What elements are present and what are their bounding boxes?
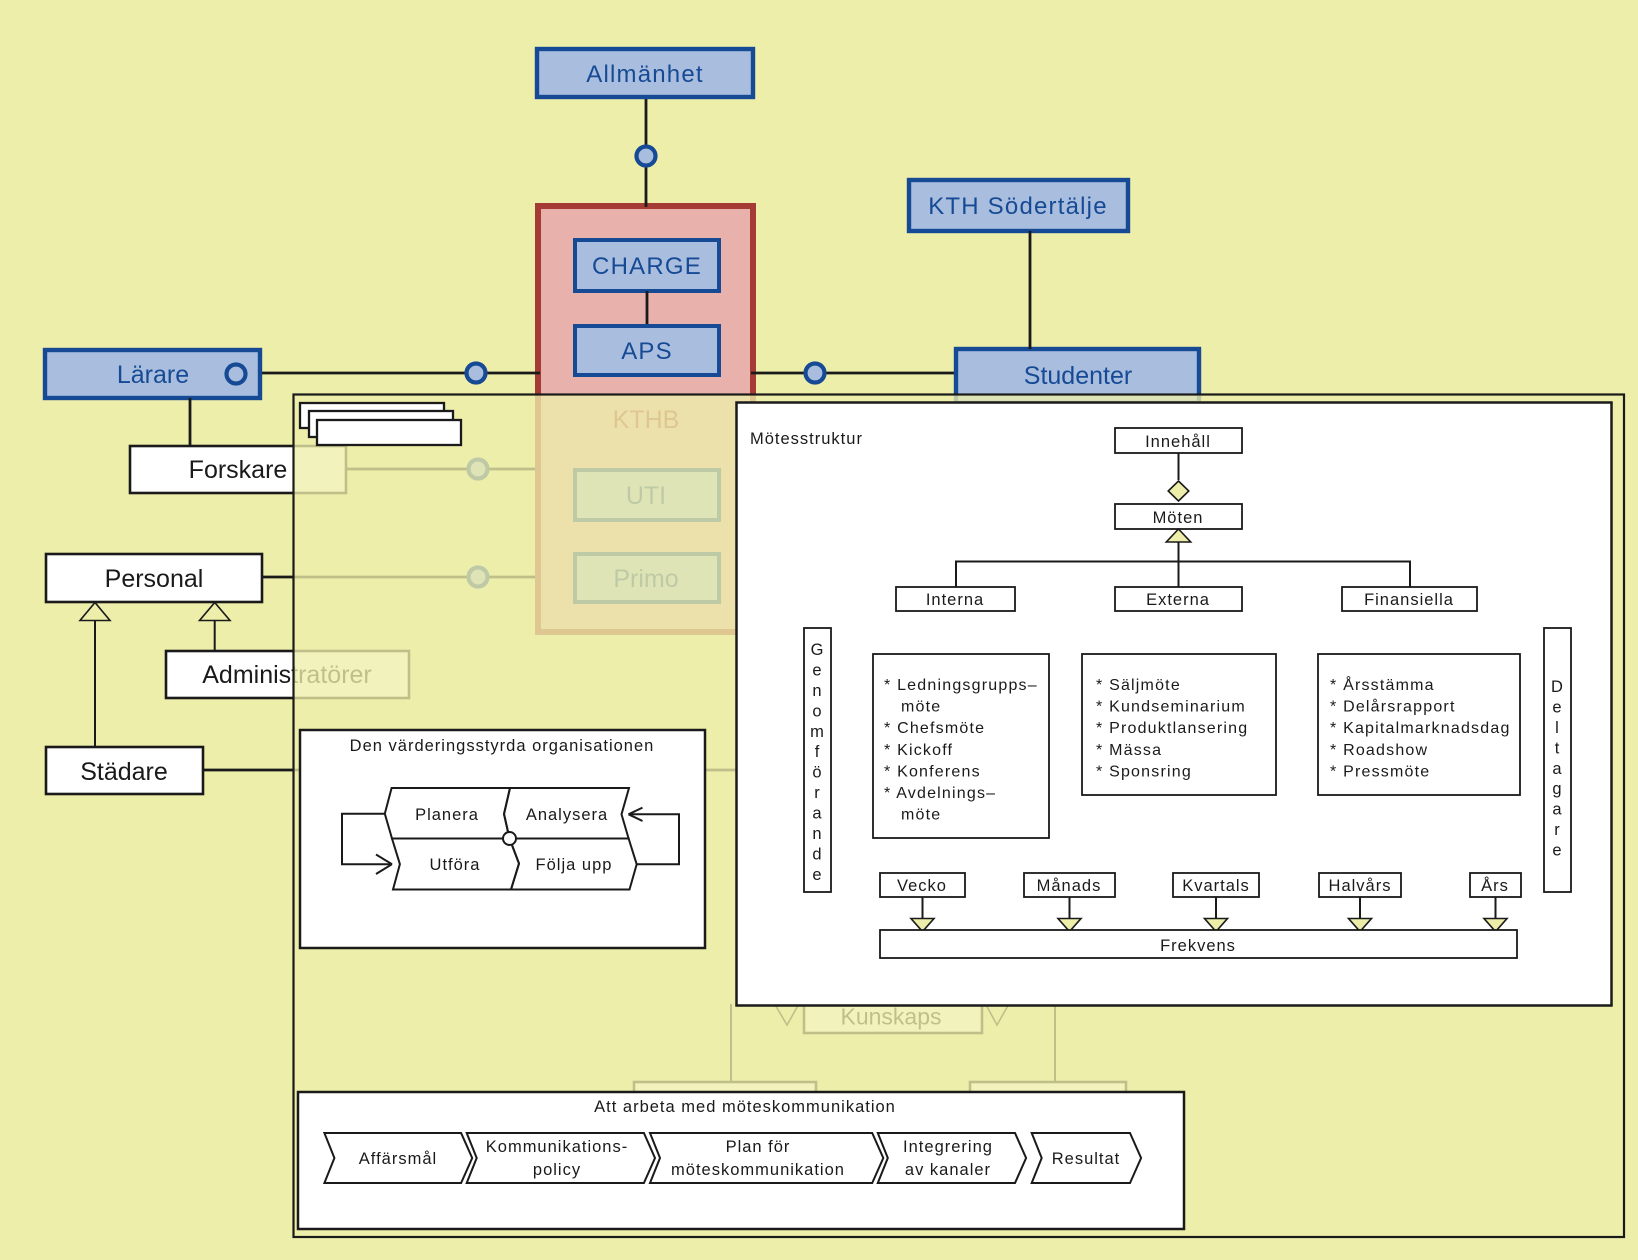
svg-text:Planera: Planera [415, 806, 479, 824]
svg-text:Års: Års [1481, 876, 1509, 895]
svg-text:Utföra: Utföra [430, 856, 481, 874]
svg-text:* Sponsring: * Sponsring [1096, 763, 1192, 780]
svg-text:Halvårs: Halvårs [1329, 877, 1392, 895]
svg-text:* Ledningsgrupps–: * Ledningsgrupps– [884, 677, 1038, 694]
svg-text:d: d [812, 846, 822, 864]
svg-text:* Mässa: * Mässa [1096, 742, 1162, 759]
svg-text:Allmänhet: Allmänhet [586, 61, 704, 88]
svg-text:a: a [1552, 760, 1562, 778]
svg-text:möte: möte [901, 699, 941, 716]
svg-text:Integrering: Integrering [903, 1138, 993, 1156]
svg-text:t: t [1555, 739, 1561, 757]
svg-text:o: o [812, 702, 822, 720]
svg-text:Interna: Interna [926, 591, 984, 609]
svg-text:n: n [812, 825, 822, 843]
svg-text:* Pressmöte: * Pressmöte [1330, 763, 1430, 780]
svg-text:möte: möte [901, 807, 941, 824]
svg-text:Den värderingsstyrda organisat: Den värderingsstyrda organisationen [350, 737, 655, 755]
svg-text:m: m [810, 723, 825, 741]
svg-text:a: a [1552, 801, 1562, 819]
svg-text:r: r [1554, 821, 1561, 839]
svg-text:e: e [1552, 699, 1562, 717]
svg-text:* Konferens: * Konferens [884, 763, 981, 780]
svg-text:* Säljmöte: * Säljmöte [1096, 677, 1181, 694]
svg-text:Kvartals: Kvartals [1182, 877, 1250, 895]
svg-text:* Delårsrapport: * Delårsrapport [1330, 698, 1456, 716]
svg-text:Frekvens: Frekvens [1160, 937, 1236, 955]
svg-text:Möten: Möten [1153, 509, 1204, 527]
svg-text:* Chefsmöte: * Chefsmöte [884, 720, 985, 737]
svg-text:G: G [811, 641, 825, 659]
svg-text:* Avdelnings–: * Avdelnings– [884, 785, 996, 802]
svg-text:l: l [1555, 719, 1560, 737]
svg-text:KTH Södertälje: KTH Södertälje [928, 193, 1108, 220]
svg-text:Städare: Städare [80, 758, 168, 786]
svg-text:Forskare: Forskare [189, 456, 288, 484]
svg-text:Resultat: Resultat [1052, 1150, 1121, 1168]
svg-text:Affärsmål: Affärsmål [359, 1150, 437, 1168]
svg-text:* Årsstämma: * Årsstämma [1330, 675, 1435, 694]
svg-text:a: a [812, 805, 822, 823]
svg-text:möteskommunikation: möteskommunikation [671, 1161, 845, 1179]
svg-text:* Kundseminarium: * Kundseminarium [1096, 699, 1246, 716]
svg-text:Innehåll: Innehåll [1145, 433, 1211, 451]
svg-text:e: e [812, 866, 822, 884]
svg-text:f: f [815, 743, 821, 761]
svg-text:Plan för: Plan för [726, 1138, 791, 1156]
svg-text:Personal: Personal [105, 565, 204, 593]
svg-text:* Roadshow: * Roadshow [1330, 742, 1428, 759]
svg-text:Månads: Månads [1037, 877, 1102, 895]
svg-text:Lärare: Lärare [117, 361, 189, 389]
svg-text:Finansiella: Finansiella [1364, 591, 1454, 609]
svg-text:Att arbeta med möteskommunikat: Att arbeta med möteskommunikation [594, 1098, 896, 1116]
svg-text:Följa upp: Följa upp [536, 856, 613, 874]
svg-text:ö: ö [812, 764, 822, 782]
svg-text:* Produktlansering: * Produktlansering [1096, 720, 1248, 737]
svg-text:g: g [1552, 780, 1562, 798]
svg-text:r: r [814, 784, 821, 802]
svg-text:CHARGE: CHARGE [592, 253, 702, 280]
svg-text:D: D [1551, 678, 1564, 696]
svg-text:Vecko: Vecko [897, 877, 947, 895]
svg-text:e: e [812, 662, 822, 680]
svg-text:Studenter: Studenter [1024, 362, 1132, 390]
svg-text:n: n [812, 682, 822, 700]
svg-text:Analysera: Analysera [526, 806, 608, 824]
svg-text:* Kickoff: * Kickoff [884, 742, 953, 759]
svg-text:Externa: Externa [1146, 591, 1210, 609]
svg-text:e: e [1552, 842, 1562, 860]
svg-text:policy: policy [533, 1161, 581, 1179]
svg-text:Kommunikations-: Kommunikations- [486, 1138, 628, 1156]
svg-text:* Kapitalmarknadsdag: * Kapitalmarknadsdag [1330, 720, 1511, 737]
svg-text:av kanaler: av kanaler [905, 1161, 991, 1179]
svg-text:Mötesstruktur: Mötesstruktur [750, 430, 863, 448]
svg-text:APS: APS [621, 338, 673, 365]
